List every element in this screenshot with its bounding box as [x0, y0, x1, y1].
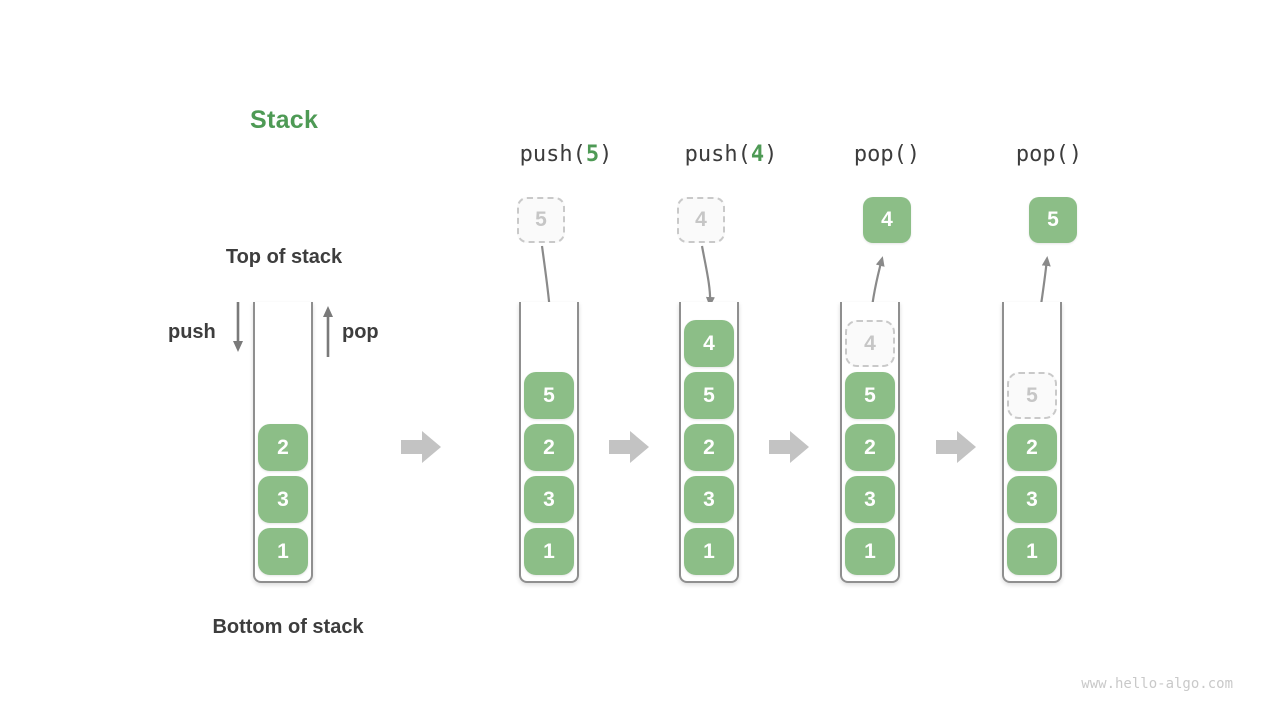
pop-label: pop — [342, 321, 379, 343]
stack-element: 2 — [258, 424, 308, 471]
op-text: push( — [684, 142, 751, 167]
stack-element: 3 — [1007, 476, 1057, 523]
op-label-push-4: push(4) — [685, 142, 778, 167]
stack-element: 3 — [845, 476, 895, 523]
stack-element: 2 — [845, 424, 895, 471]
stack-element: 1 — [1007, 528, 1057, 575]
push-4-curve-arrow-icon — [700, 245, 715, 307]
top-of-stack-label: Top of stack — [225, 246, 343, 268]
op-arg: 5 — [585, 142, 600, 167]
op-label-pop-2: pop() — [1016, 142, 1082, 167]
stack-element: 3 — [258, 476, 308, 523]
float-value-ghost-4: 4 — [677, 197, 725, 243]
stack-element: 2 — [524, 424, 574, 471]
stack-container-after-push-5: 5 2 3 1 — [519, 302, 579, 583]
op-text: push( — [519, 142, 586, 167]
stack-element-ghost: 4 — [845, 320, 895, 367]
stack-element: 4 — [684, 320, 734, 367]
float-value-popped-5: 5 — [1029, 197, 1077, 243]
step-arrow-icon — [769, 431, 809, 463]
op-label-push-5: push(5) — [520, 142, 613, 167]
stack-container-after-pop-5: 5 2 3 1 — [1002, 302, 1062, 583]
stack-element: 5 — [524, 372, 574, 419]
watermark: www.hello-algo.com — [1081, 676, 1233, 692]
page-title: Stack — [250, 106, 319, 134]
stack-element-ghost: 5 — [1007, 372, 1057, 419]
float-value-popped-4: 4 — [863, 197, 911, 243]
op-text: ) — [764, 142, 778, 167]
op-text: pop() — [1015, 142, 1083, 167]
stack-container-after-push-4: 4 5 2 3 1 — [679, 302, 739, 583]
stack-element: 1 — [524, 528, 574, 575]
stack-element: 5 — [845, 372, 895, 419]
stack-element: 1 — [845, 528, 895, 575]
stack-element: 2 — [1007, 424, 1057, 471]
op-label-pop-1: pop() — [854, 142, 920, 167]
step-arrow-icon — [401, 431, 441, 463]
stack-element: 1 — [684, 528, 734, 575]
op-text: ) — [599, 142, 613, 167]
op-arg: 4 — [750, 142, 765, 167]
op-text: pop() — [853, 142, 921, 167]
stack-element: 2 — [684, 424, 734, 471]
stack-element: 3 — [684, 476, 734, 523]
stack-element: 1 — [258, 528, 308, 575]
stack-container-initial: 2 3 1 — [253, 302, 313, 583]
stack-element: 5 — [684, 372, 734, 419]
stack-container-after-pop-4: 4 5 2 3 1 — [840, 302, 900, 583]
bottom-of-stack-label: Bottom of stack — [212, 616, 364, 638]
stack-element: 3 — [524, 476, 574, 523]
float-value-ghost-5: 5 — [517, 197, 565, 243]
push-label: push — [168, 321, 216, 343]
step-arrow-icon — [609, 431, 649, 463]
step-arrow-icon — [936, 431, 976, 463]
